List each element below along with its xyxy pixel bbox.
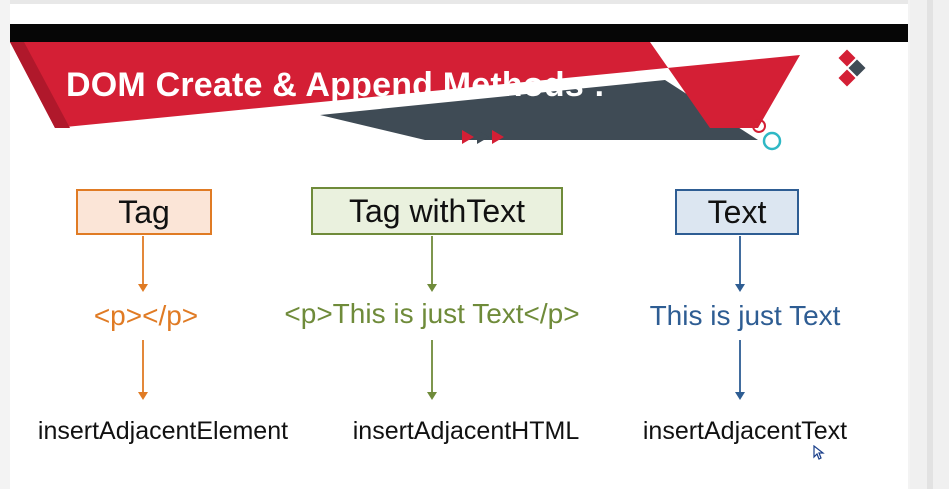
flow-arrows <box>138 236 745 400</box>
banner-red-shade <box>10 42 70 128</box>
banner-red-ribbon <box>10 42 800 128</box>
text-example: This is just Text <box>649 300 841 331</box>
slide: DOM Create & Append Methods : <box>10 0 908 489</box>
tag-box: Tag <box>76 189 212 235</box>
triple-triangle-icon <box>462 130 504 144</box>
text-box: Text <box>675 189 799 235</box>
method-insert-adjacent-html: insertAdjacentHTML <box>352 417 580 445</box>
arrowhead-text-1 <box>735 284 745 292</box>
arrowhead-tagtext-1 <box>427 284 437 292</box>
arrowhead-tag-2 <box>138 392 148 400</box>
method-insert-adjacent-element: insertAdjacentElement <box>37 417 289 445</box>
arrowhead-tag-1 <box>138 284 148 292</box>
mouse-pointer-icon <box>813 445 825 460</box>
top-divider <box>10 0 908 4</box>
decorations <box>462 49 866 151</box>
tag-with-text-example: <p>This is just Text</p> <box>284 298 580 329</box>
arrowhead-tagtext-2 <box>427 392 437 400</box>
black-header-bar <box>10 24 908 42</box>
title-banner <box>10 42 800 140</box>
method-insert-adjacent-text: insertAdjacentText <box>642 417 848 445</box>
diamond-logo-icon <box>838 49 866 87</box>
scrollbar[interactable] <box>927 0 933 489</box>
arrowhead-text-2 <box>735 392 745 400</box>
slide-title: DOM Create & Append Methods : <box>66 66 606 104</box>
circles-decoration-icon <box>752 119 782 151</box>
tag-example: <p></p> <box>93 300 199 331</box>
tag-with-text-box: Tag withText <box>311 187 563 235</box>
banner-dark-stripe <box>320 80 758 140</box>
